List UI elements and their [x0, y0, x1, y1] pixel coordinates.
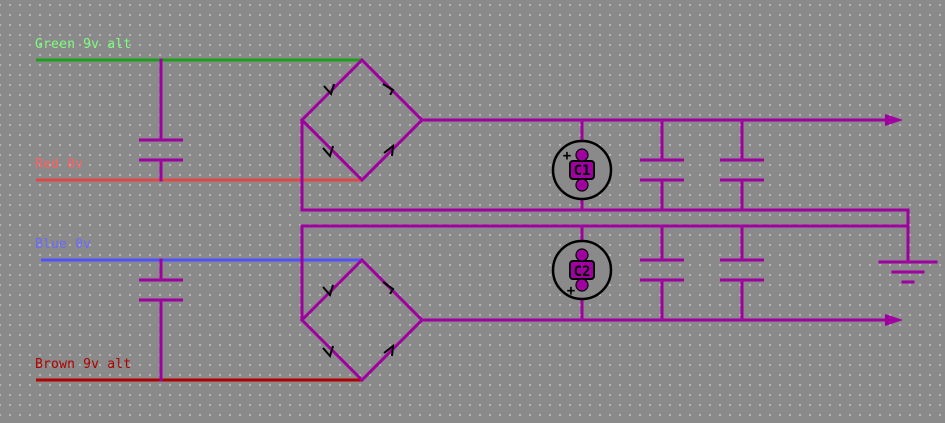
- filter-capacitor-bottom-1[interactable]: [640, 258, 684, 322]
- bridge-rectifier-top[interactable]: [299, 57, 425, 183]
- bridge-rectifier-bottom[interactable]: [299, 257, 425, 383]
- red-wire-label: Red 0v: [35, 157, 84, 172]
- filter-capacitor-bottom-2[interactable]: [720, 258, 764, 322]
- ground-icon: [878, 260, 938, 284]
- electrolytic-capacitor-c2[interactable]: C2 +: [551, 239, 613, 322]
- diode-icon: [322, 281, 395, 359]
- brown-wire-label: Brown 9v alt: [35, 357, 132, 372]
- ground-bus[interactable]: [300, 118, 910, 322]
- c2-plus-label: +: [567, 283, 575, 299]
- diode-icon: [322, 83, 395, 159]
- c2-label: C2: [574, 264, 591, 280]
- electrolytic-capacitor-c1[interactable]: C1 +: [551, 118, 613, 201]
- filter-capacitor-top-2[interactable]: [720, 118, 764, 182]
- arrow-right-icon: [885, 314, 903, 326]
- c1-plus-label: +: [563, 148, 571, 164]
- arrow-right-icon: [885, 114, 903, 126]
- blue-wire-label: Blue 0v: [35, 237, 92, 252]
- filter-capacitor-top-1[interactable]: [640, 118, 684, 182]
- input-capacitor-bottom[interactable]: [139, 258, 183, 382]
- input-capacitor-top[interactable]: [139, 58, 183, 182]
- c1-label: C1: [574, 163, 591, 179]
- green-wire-label: Green 9v alt: [35, 37, 132, 52]
